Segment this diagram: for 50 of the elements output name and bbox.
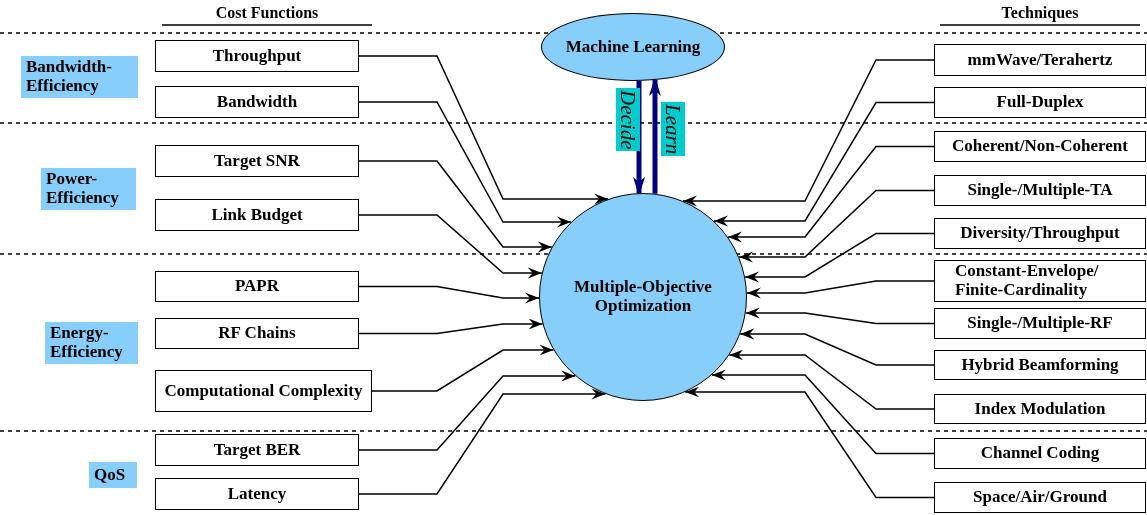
process-box: Index Modulation (934, 394, 1146, 424)
arrow (358, 160, 553, 253)
arrow (745, 307, 935, 325)
arrow (738, 189, 935, 263)
process-box: Target BER (155, 434, 359, 466)
arrow (358, 370, 577, 451)
column-heading: Cost Functions (214, 4, 320, 22)
category-label: Power-Efficiency (41, 168, 136, 210)
category-label: QoS (89, 462, 137, 488)
process-box: Throughput (155, 40, 359, 72)
process-box: PAPR (155, 271, 359, 302)
arrow (727, 145, 935, 243)
process-box: RF Chains (155, 318, 359, 349)
process-box: Target SNR (155, 145, 359, 177)
process-box: Single-/Multiple-RF (934, 308, 1146, 339)
arrow (371, 344, 555, 392)
process-box: Hybrid Beamforming (934, 350, 1146, 380)
process-box: Latency (155, 478, 359, 510)
edge-label: Decide (616, 88, 640, 152)
arrow (713, 101, 935, 227)
circle-node: Multiple-Objective Optimization (539, 193, 747, 401)
ellipse-node: Machine Learning (541, 13, 725, 81)
arrow (711, 369, 935, 455)
process-box: Full-Duplex (934, 87, 1146, 118)
arrow (728, 349, 935, 410)
process-box: Single-/Multiple-TA (934, 175, 1146, 206)
arrow (739, 328, 935, 366)
process-box: Channel Coding (934, 438, 1146, 469)
arrow (358, 285, 540, 304)
arrow (358, 55, 609, 205)
arrow (682, 59, 935, 207)
edge-label: Learn (661, 102, 685, 157)
arrow (358, 101, 572, 228)
process-box: Constant-Envelope/ Finite-Cardinality (934, 260, 1146, 302)
process-box: mmWave/Terahertz (934, 44, 1146, 76)
process-box: Coherent/Non-Coherent (934, 131, 1146, 162)
arrow (744, 232, 935, 283)
process-box: Link Budget (155, 199, 359, 231)
arrow (358, 388, 607, 495)
process-box: Diversity/Throughput (934, 218, 1146, 249)
process-box: Bandwidth (155, 86, 359, 118)
arrow (358, 318, 544, 335)
arrow (358, 214, 543, 279)
column-heading: Techniques (1000, 4, 1080, 22)
category-label: Energy-Efficiency (45, 322, 138, 364)
process-box: Computational Complexity (155, 370, 372, 412)
process-box: Space/Air/Ground (934, 482, 1146, 513)
category-label: Bandwidth-Efficiency (21, 56, 138, 98)
arrow (746, 280, 935, 299)
arrow (684, 386, 935, 499)
